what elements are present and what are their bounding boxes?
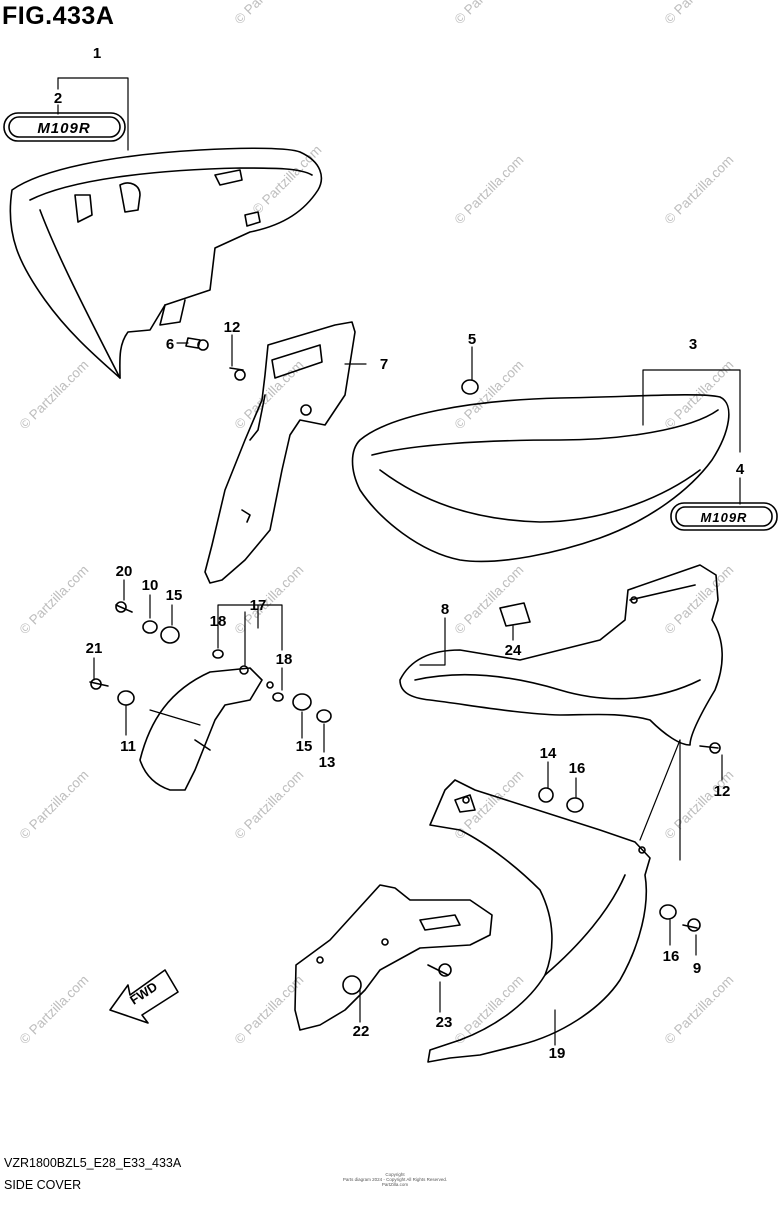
emblem-text: M109R: [701, 510, 748, 525]
bolt-part-9: [682, 918, 701, 932]
copyright-line: PartZilla.com: [381, 1182, 409, 1187]
watermark: © Partzilla.com: [17, 357, 92, 432]
callout-label: 14: [540, 745, 557, 762]
left-side-cover-part: [9, 147, 323, 379]
callout-label: 23: [436, 1014, 453, 1031]
callout-label: 6: [166, 336, 174, 353]
watermark: © Partzilla.com: [17, 562, 92, 637]
right-bracket-part: [399, 564, 723, 746]
leader-lines: [57, 77, 741, 1046]
bolt-part-20: [115, 601, 133, 613]
emblem-right: M109R: [670, 502, 778, 531]
callout-label: 11: [120, 738, 136, 755]
collar-part-13: [316, 709, 332, 723]
callout-label: 8: [441, 601, 449, 618]
left-bracket-part: [204, 321, 356, 584]
copyright-line: Copyright: [385, 1172, 405, 1177]
right-side-cover-part: [351, 394, 730, 563]
emblem-text: M109R: [37, 120, 90, 137]
watermark: © Partzilla.com: [232, 562, 307, 637]
watermark: © Partzilla.com: [250, 142, 325, 217]
callout-label: 24: [505, 642, 522, 659]
bolt-part-6: [185, 337, 209, 351]
watermark: © Partzilla.com: [17, 767, 92, 842]
copyright-note: Copyright Parts diagram 2024 - Copyright…: [335, 1172, 455, 1187]
callout-label: 5: [468, 331, 476, 348]
washer-part-10: [142, 620, 158, 634]
callout-label: 13: [319, 754, 336, 771]
watermark: © Partzilla.com: [662, 152, 737, 227]
grommet-part-11: [117, 690, 135, 706]
callout-label: 9: [693, 960, 701, 977]
fwd-arrow-icon: FWD: [109, 969, 179, 1024]
callout-label: 16: [569, 760, 586, 777]
left-lower-cover: [139, 665, 274, 791]
watermark: © Partzilla.com: [17, 972, 92, 1047]
watermark: © Partzilla.com: [232, 0, 307, 27]
bolt-part-21: [89, 678, 109, 690]
lower-cover-part: [427, 779, 651, 1063]
watermark: © Partzilla.com: [452, 357, 527, 432]
callout-label: 17: [250, 597, 267, 614]
grommet-part-5: [461, 379, 479, 395]
section-name: SIDE COVER: [4, 1178, 82, 1192]
emblem-upper: M109R: [3, 112, 126, 142]
grommet-part-15-right: [292, 693, 312, 711]
callout-label: 3: [689, 336, 697, 353]
callout-label: 2: [54, 90, 62, 107]
grommet-part-15-left: [160, 626, 180, 644]
callout-label: 20: [116, 563, 133, 580]
collar-part-14: [538, 787, 554, 803]
plate-part: [294, 884, 493, 1031]
model-code: VZR1800BZL5_E28_E33_433A: [4, 1156, 182, 1170]
grommet-part-16-upper: [566, 797, 584, 813]
bolt-part-23: [427, 963, 452, 977]
callout-labels: 1 2 3 4 5 6 7 8 9 10 11 12 12 13 14 15 1…: [54, 45, 745, 1062]
callout-label: 18: [276, 651, 293, 668]
callout-label: 10: [142, 577, 159, 594]
callout-label: 21: [86, 640, 103, 657]
washer-part-18-lower: [272, 692, 284, 702]
callout-label: 7: [380, 356, 388, 373]
bolt-part-12-lower: [699, 742, 721, 754]
watermark: © Partzilla.com: [662, 972, 737, 1047]
callout-label: 4: [736, 461, 745, 478]
watermark: © Partzilla.com: [232, 357, 307, 432]
hardware-layer: [89, 337, 721, 977]
watermark: © Partzilla.com: [662, 0, 737, 27]
washer-part-18-upper: [212, 649, 224, 659]
callout-label: 19: [549, 1045, 566, 1062]
callout-label: 16: [663, 948, 680, 965]
watermark: © Partzilla.com: [452, 0, 527, 27]
watermark: © Partzilla.com: [452, 562, 527, 637]
callout-label: 15: [166, 587, 183, 604]
watermark: © Partzilla.com: [662, 767, 737, 842]
bolt-part-12-upper: [229, 367, 246, 381]
copyright-line: Parts diagram 2024 - Copyright All Right…: [342, 1177, 448, 1182]
grommet-part-16-lower: [659, 904, 677, 920]
callout-label: 15: [296, 738, 313, 755]
callout-label: 12: [714, 783, 731, 800]
watermark: © Partzilla.com: [662, 562, 737, 637]
callout-label: 18: [210, 613, 227, 630]
pad-part-24: [499, 602, 531, 627]
watermark: © Partzilla.com: [452, 972, 527, 1047]
watermark: © Partzilla.com: [452, 152, 527, 227]
callout-label: 1: [93, 45, 101, 62]
callout-label: 12: [224, 319, 241, 336]
figure-title: FIG.433A: [2, 2, 115, 30]
callout-label: 22: [353, 1023, 370, 1040]
watermark: © Partzilla.com: [232, 767, 307, 842]
